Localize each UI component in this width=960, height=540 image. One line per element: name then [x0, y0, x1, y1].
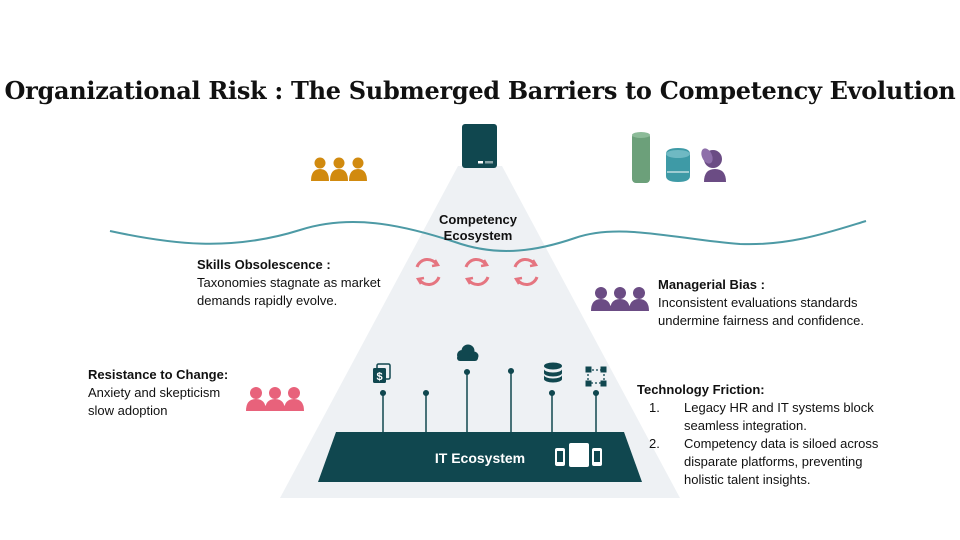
page-title: Organizational Risk : The Submerged Barr…: [4, 76, 956, 105]
skills-obsolescence-line1: Taxonomies stagnate as market: [197, 275, 381, 290]
technology-friction-list: 1. Legacy HR and IT systems block seamle…: [637, 399, 937, 489]
list-item-number: 1.: [649, 400, 660, 415]
list-item: 2. Competency data is siloed across disp…: [637, 435, 937, 489]
refresh-icon: [464, 258, 490, 286]
list-item-number: 2.: [649, 436, 660, 451]
competency-ecosystem-line1: Competency: [438, 212, 518, 227]
dollar-document-icon: $: [373, 363, 391, 383]
managerial-bias-heading: Managerial Bias :: [658, 277, 765, 292]
resistance-to-change-block: Resistance to Change: Anxiety and skepti…: [88, 366, 248, 420]
list-item: 1. Legacy HR and IT systems block seamle…: [637, 399, 937, 435]
people-group-icon: [246, 387, 304, 411]
list-item-text: Legacy HR and IT systems block seamless …: [684, 399, 874, 435]
it-ecosystem-label: IT Ecosystem: [434, 450, 526, 466]
list-item-line3: holistic talent insights.: [684, 472, 811, 487]
list-item-line2: disparate platforms, preventing: [684, 454, 863, 469]
managerial-bias-line2: undermine fairness and confidence.: [658, 313, 864, 328]
resistance-to-change-heading: Resistance to Change:: [88, 367, 229, 382]
it-stems: [379, 367, 600, 432]
technology-friction-block: Technology Friction: 1. Legacy HR and IT…: [637, 381, 937, 489]
devices-icon: [555, 443, 602, 467]
svg-text:$: $: [376, 371, 382, 383]
cloud-icon: [457, 344, 479, 361]
waterline: [109, 220, 867, 252]
managerial-bias-line1: Inconsistent evaluations standards: [658, 295, 858, 310]
network-nodes-icon: [585, 366, 607, 387]
smart-speaker-icon: [632, 132, 726, 183]
resistance-to-change-line2: slow adoption: [88, 403, 168, 418]
tablet-icon: [462, 124, 497, 168]
technology-friction-heading: Technology Friction:: [637, 382, 765, 397]
competency-ecosystem-line2: Ecosystem: [443, 228, 513, 243]
competency-ecosystem-label: Competency Ecosystem: [420, 212, 536, 244]
managerial-bias-block: Managerial Bias : Inconsistent evaluatio…: [658, 276, 908, 330]
it-ecosystem-platform: [318, 432, 642, 482]
pyramid-shape: [280, 166, 680, 498]
skills-obsolescence-line2: demands rapidly evolve.: [197, 293, 338, 308]
list-item-line1: Competency data is siloed across: [684, 436, 879, 451]
skills-obsolescence-block: Skills Obsolescence : Taxonomies stagnat…: [197, 256, 412, 310]
database-icon: [544, 362, 562, 383]
skills-obsolescence-heading: Skills Obsolescence :: [197, 257, 331, 272]
people-group-icon: [311, 157, 367, 181]
people-group-icon: [591, 287, 649, 311]
refresh-icon: [415, 258, 441, 286]
list-item-line1: Legacy HR and IT systems block: [684, 400, 874, 415]
list-item-line2: seamless integration.: [684, 418, 807, 433]
list-item-text: Competency data is siloed across dispara…: [684, 435, 878, 489]
refresh-icon: [513, 258, 539, 286]
resistance-to-change-line1: Anxiety and skepticism: [88, 385, 221, 400]
